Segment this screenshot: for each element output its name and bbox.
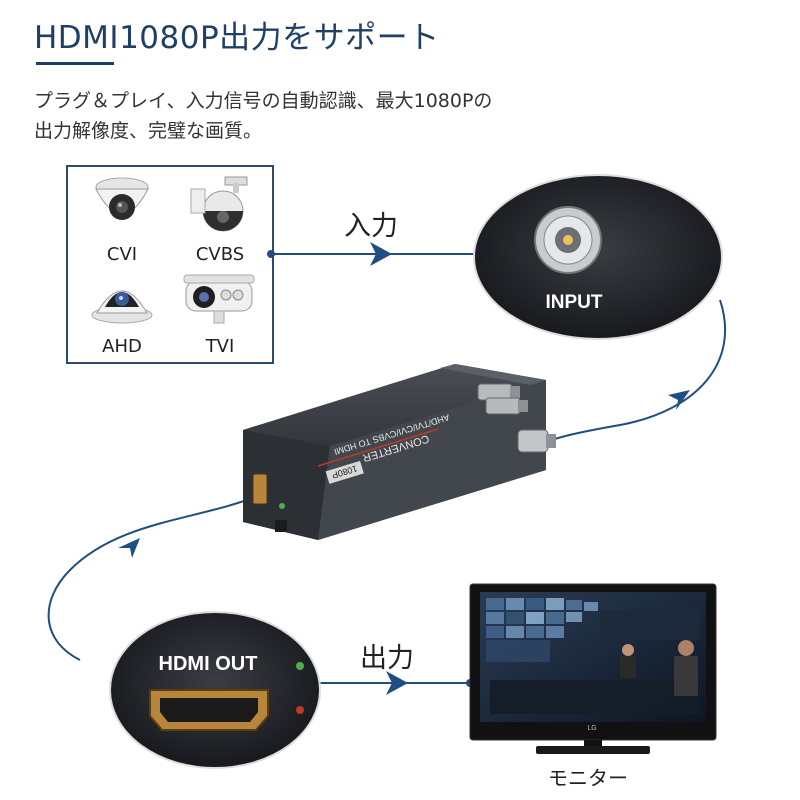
- bnc-connector-icon: [517, 429, 556, 453]
- ceiling-speed-dome-icon: [190, 176, 248, 232]
- bullet-camera-icon: [183, 274, 255, 324]
- dome-camera-icon: [91, 290, 153, 324]
- power-switch: [275, 520, 287, 532]
- bnc-connector-icon: [534, 206, 602, 274]
- control-room-image: [486, 598, 700, 714]
- output-port-label: HDMI OUT: [159, 653, 258, 675]
- monitor: LG: [469, 583, 717, 754]
- input-arrow-icon: [370, 242, 392, 266]
- hdmi-port-icon: [149, 689, 269, 731]
- camera-cvbs: CVBS: [172, 175, 268, 265]
- device-to-output-curve: [47, 494, 261, 661]
- led-red-icon: [296, 706, 304, 714]
- curve-arrow-icon: [668, 390, 690, 410]
- hdmi-port-icon: [252, 473, 268, 505]
- camera-label-ahd: AHD: [102, 336, 142, 357]
- led-green-icon: [279, 503, 285, 509]
- device-red-stripe: [317, 428, 439, 467]
- description-line-1: プラグ＆プレイ、入力信号の自動認識、最大1080Pの: [34, 90, 493, 112]
- camera-tvi: TVI: [172, 267, 268, 357]
- led-green-icon: [296, 662, 304, 670]
- description-line-2: 出力解像度、完璧な画質。: [34, 120, 263, 142]
- monitor-label: モニター: [548, 766, 628, 790]
- input-port-label: INPUT: [546, 292, 603, 313]
- camera-ahd: AHD: [74, 267, 170, 357]
- title-underline: [36, 62, 114, 65]
- input-to-device-curve: [539, 299, 726, 446]
- description: プラグ＆プレイ、入力信号の自動認識、最大1080Pの 出力解像度、完璧な画質。: [34, 86, 492, 146]
- input-flow-label: 入力: [344, 211, 398, 242]
- camera-types-panel: CVI CVBS AHD T: [66, 165, 274, 364]
- input-port-closeup: INPUT: [473, 174, 723, 340]
- output-flow-label: 出力: [360, 643, 414, 674]
- camera-label-cvbs: CVBS: [195, 244, 245, 265]
- monitor-stand: [536, 746, 650, 754]
- camera-label-cvi: CVI: [106, 244, 138, 265]
- curve-arrow-icon: [118, 538, 140, 558]
- input-flow-line: [267, 242, 474, 266]
- dome-camera-icon: [95, 177, 149, 220]
- bnc-connector-icon: [485, 397, 528, 415]
- camera-label-tvi: TVI: [205, 336, 235, 357]
- converter-device: CONVERTER AHD/TVI/CVI/CVBS TO HDMI 1080P: [243, 364, 556, 540]
- page-title: HDMI1080P出力をサポート: [34, 20, 440, 56]
- camera-cvi: CVI: [74, 175, 170, 265]
- output-arrow-icon: [386, 671, 408, 695]
- monitor-brand-logo: LG: [587, 725, 596, 732]
- output-port-closeup: HDMI OUT: [109, 611, 321, 769]
